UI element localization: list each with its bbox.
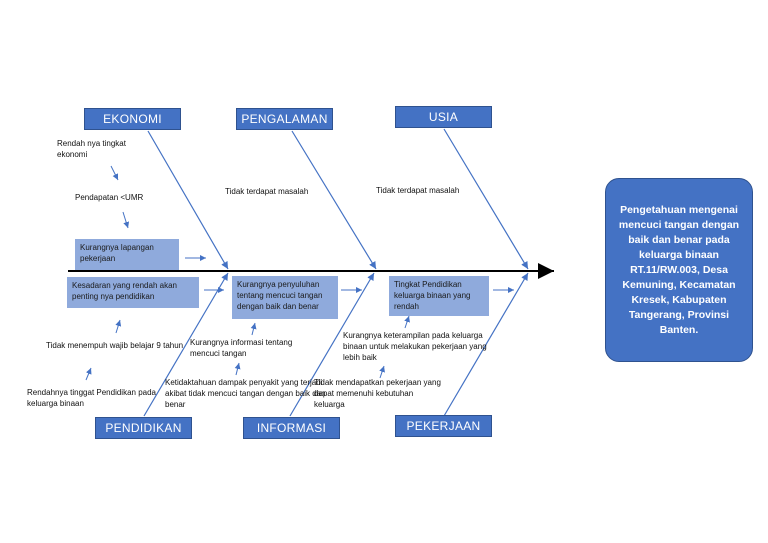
arrow-ekonomi-2 [122,211,130,229]
arrow-pekerjaan-3 [379,365,385,379]
cause-informasi-kurang: Kurangnya informasi tentang mencuci tang… [190,338,293,358]
cause-ekonomi-lapangan: Kurangnya lapangan pekerjaan [75,239,179,270]
cause-ekonomi-rendah: Rendah nya tingkat ekonomi [57,139,126,159]
cause-pendidikan-wajib-belajar: Tidak menempuh wajib belajar 9 tahun [46,341,184,350]
category-pengalaman: PENGALAMAN [236,108,333,130]
bone-informasi [289,272,375,417]
category-ekonomi: EKONOMI [84,108,181,130]
arrow-pendidikan-3 [85,367,92,381]
arrow-ekonomi-1 [110,165,119,181]
cause-pekerjaan-pendidikan: Tingkat Pendidikan keluarga binaan yang … [389,276,489,316]
bone-pengalaman [291,130,377,270]
cause-pekerjaan-keterampilan: Kurangnya keterampilan pada keluarga bin… [343,331,487,362]
category-informasi: INFORMASI [243,417,340,439]
cause-informasi-penyuluhan: Kurangnya penyuluhan tentang mencuci tan… [232,276,338,319]
arrow-informasi-2 [250,322,257,336]
arrow-informasi-3 [234,362,241,376]
effect-text: Pengetahuan mengenai mencuci tangan deng… [618,203,740,336]
arrow-pekerjaan-2 [404,315,410,329]
cause-pendidikan-kesadaran: Kesadaran yang rendah akan penting nya p… [67,277,199,308]
effect-box: Pengetahuan mengenai mencuci tangan deng… [605,178,753,362]
bone-pendidikan [143,272,229,417]
bone-ekonomi [147,130,229,270]
category-pendidikan: PENDIDIKAN [95,417,192,439]
cause-pendidikan-rendah: Rendahnya tinggat Pendidikan pada keluar… [27,388,156,408]
cause-pengalaman-none: Tidak terdapat masalah [225,187,309,196]
cause-pekerjaan-tidak-dapat: Tidak mendapatkan pekerjaan yang dapat m… [314,378,441,409]
bone-usia [443,128,529,270]
arrow-pendidikan-2 [115,319,122,334]
cause-informasi-dampak: Ketidaktahuan dampak penyakit yang terja… [165,378,326,409]
cause-usia-none: Tidak terdapat masalah [376,186,460,195]
category-pekerjaan: PEKERJAAN [395,415,492,437]
category-usia: USIA [395,106,492,128]
cause-ekonomi-pendapatan: Pendapatan <UMR [75,193,144,202]
bone-pekerjaan [443,272,529,417]
